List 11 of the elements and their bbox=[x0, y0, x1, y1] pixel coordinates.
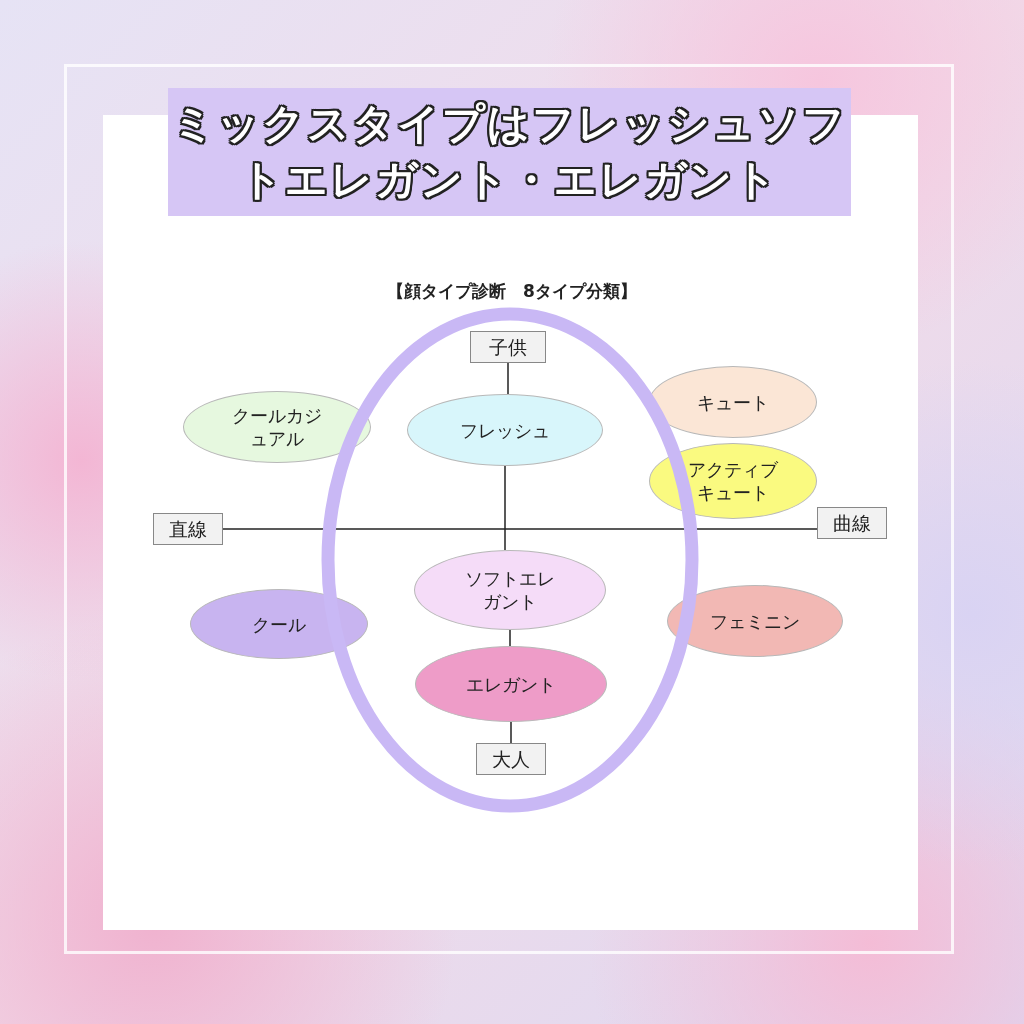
axis-label-box: 大人 bbox=[476, 743, 546, 775]
title-banner: ミックスタイプはフレッシュソフトエレガント・エレガント bbox=[168, 88, 851, 216]
axis-label-box: 直線 bbox=[153, 513, 223, 545]
axis-line bbox=[510, 721, 512, 744]
chart-heading: 【顔タイプ診断 8タイプ分類】 bbox=[386, 280, 638, 303]
axis-label-box: 子供 bbox=[470, 331, 546, 363]
axis-line bbox=[509, 629, 511, 647]
axis-line bbox=[507, 362, 509, 395]
axis-line bbox=[504, 465, 506, 551]
axis-label-box: 曲線 bbox=[817, 507, 887, 539]
axis-line bbox=[222, 528, 818, 530]
